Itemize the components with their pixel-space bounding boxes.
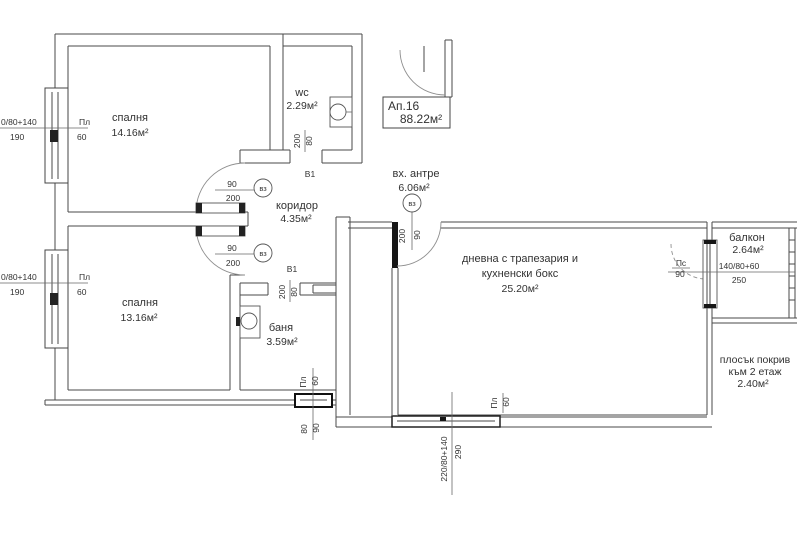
door-jamb: [239, 203, 245, 213]
win1-sill-value: 60: [77, 132, 87, 142]
room-area-wc: 2.29м²: [286, 100, 318, 112]
windows: [44, 87, 718, 428]
small-win-height: 90: [311, 423, 321, 433]
door-jamb: [196, 226, 202, 236]
window-mark: [50, 130, 58, 142]
door-swings: [195, 49, 707, 280]
bathroom-frame-type: В1: [287, 264, 298, 274]
apartment-total-area: 88.22м²: [400, 112, 442, 126]
living-door-leaf: [392, 222, 398, 268]
room-labels: спалня 14.16м² wc 2.29м² вх. антре 6.06м…: [112, 87, 791, 390]
door-marker-living: вз: [408, 199, 416, 208]
fixtures: [236, 96, 353, 339]
balcony-door-value: 90: [675, 269, 685, 279]
apartment-number: Ап.16: [388, 99, 420, 113]
win2-sill-value: 60: [77, 287, 87, 297]
apartment-box-frame: [382, 96, 451, 129]
bedroom2-door-panel: [195, 225, 246, 237]
room-area-bedroom2: 13.16м²: [121, 312, 158, 324]
wc-door-height: 200: [292, 134, 302, 148]
wc-toilet-bowl: [329, 103, 347, 121]
door-jamb: [196, 203, 202, 213]
room-area-balcony: 2.64м²: [732, 244, 764, 256]
living-door-height: 200: [397, 229, 407, 243]
small-win-sill-code: Пл: [298, 376, 308, 387]
win1-sill-code: Пл: [79, 117, 90, 127]
door-marker-bedroom1: вз: [259, 184, 267, 193]
living-door-arc: [396, 221, 442, 267]
big-win-dim: 220/80+140: [439, 436, 449, 481]
small-win-width: 80: [299, 424, 309, 434]
balcony-window-panes: [706, 244, 711, 304]
win1-height: 190: [10, 132, 24, 142]
room-area-bedroom1: 14.16м²: [112, 127, 149, 139]
small-win-sill-value: 60: [310, 376, 320, 386]
room-label-flat-roof-line2: към 2 етаж: [728, 366, 781, 378]
room-area-bathroom: 3.59м²: [266, 336, 298, 348]
room-area-entry-hall: 6.06м²: [398, 182, 430, 194]
room-label-entry-hall: вх. антре: [393, 168, 440, 180]
window-mark: [50, 293, 58, 305]
win2-sill-code: Пл: [79, 272, 90, 282]
window-mark: [704, 304, 716, 308]
win2-height: 190: [10, 287, 24, 297]
room-area-living: 25.20м²: [502, 283, 539, 295]
room-label-living-line2: кухненски бокс: [482, 268, 559, 280]
balcony-door-code: Пс: [676, 258, 687, 268]
door-marker-bedroom2: вз: [259, 249, 267, 258]
door-jamb: [239, 226, 245, 236]
door-marker-circle-living: [402, 193, 422, 213]
window-mark: [704, 240, 716, 244]
apartment-box: Ап.16 88.22м²: [382, 96, 451, 129]
door-markers: вз вз вз: [253, 178, 422, 263]
balcony-win-height: 250: [732, 275, 746, 285]
big-win-sill-value: 60: [501, 397, 511, 407]
big-win-sill-code: Пл: [489, 397, 499, 408]
bathroom-door-width: 80: [289, 287, 299, 297]
big-win-height: 290: [453, 445, 463, 459]
room-area-corridor: 4.35м²: [280, 213, 312, 225]
room-label-bedroom2: спалня: [122, 297, 158, 309]
entry-door-arc: [399, 49, 446, 96]
bedroom1-door-width: 90: [227, 179, 237, 189]
window-mark: [440, 417, 446, 421]
wc-frame-type: В1: [305, 169, 316, 179]
living-door-width: 90: [412, 230, 422, 240]
bathroom-sink-bowl: [240, 312, 258, 330]
door-marker-circle-bedroom1: [253, 178, 273, 198]
room-label-balcony: балкон: [729, 232, 765, 244]
room-label-corridor: коридор: [276, 200, 318, 212]
room-label-wc: wc: [294, 87, 309, 99]
room-label-flat-roof-line1: плосък покрив: [720, 354, 791, 366]
sink-tap: [236, 317, 240, 326]
door-marker-circle-bedroom2: [253, 243, 273, 263]
room-area-flat-roof: 2.40м²: [737, 378, 769, 390]
bedroom1-door-panel: [195, 202, 246, 214]
dimension-lines: [0, 127, 795, 495]
bedroom2-door-width: 90: [227, 243, 237, 253]
bedroom1-door-height: 200: [226, 193, 240, 203]
room-label-bathroom: баня: [269, 322, 293, 334]
wc-door-width: 80: [304, 136, 314, 146]
win2-dim: 0/80+140: [1, 272, 37, 282]
room-label-bedroom1: спалня: [112, 112, 148, 124]
room-label-living-line1: дневна с трапезария и: [462, 253, 578, 265]
annotations: 0/80+140 190 Пл 60 0/80+140 190 Пл 60 90…: [1, 117, 759, 482]
balcony-win-dim: 140/80+60: [719, 261, 760, 271]
win1-dim: 0/80+140: [1, 117, 37, 127]
bathroom-door-height: 200: [277, 285, 287, 299]
bedroom2-door-height: 200: [226, 258, 240, 268]
dimension-lines-path: [0, 127, 795, 495]
